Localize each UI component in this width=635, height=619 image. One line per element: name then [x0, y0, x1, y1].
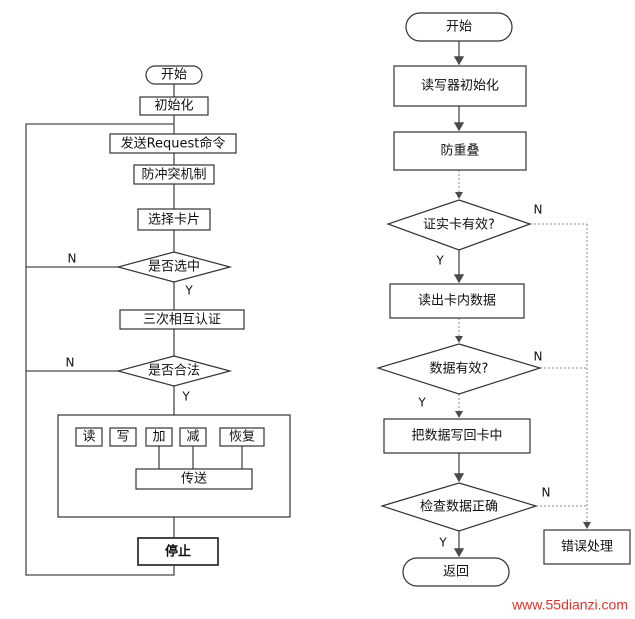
stop-box	[137, 537, 219, 566]
select-card-label: 选择卡片	[148, 213, 200, 228]
return-label: 返回	[443, 565, 469, 580]
read-data-label: 读出卡内数据	[418, 293, 496, 309]
is-selected-decision	[115, 251, 233, 283]
error-handling-box	[543, 529, 631, 565]
read-data-box	[389, 283, 525, 319]
stop-label: 停止	[165, 544, 191, 560]
data-valid-n-label: N	[534, 350, 543, 364]
check-data-n-label: N	[542, 486, 551, 500]
right-start-terminator	[405, 12, 513, 42]
op-box	[109, 427, 137, 447]
op-box	[219, 427, 265, 447]
op-label: 加	[152, 430, 165, 445]
is-legal-label: 是否合法	[148, 364, 200, 379]
left-start-terminator	[145, 65, 203, 85]
loop-back-line	[25, 123, 175, 576]
left-init-box	[139, 96, 209, 116]
anti-overlap-box	[393, 131, 527, 171]
anti-overlap-label: 防重叠	[440, 143, 479, 159]
op-box	[179, 427, 207, 447]
send-request-label: 发送Request命令	[121, 136, 226, 152]
anticollision-box	[133, 164, 215, 185]
transfer-box	[135, 468, 253, 490]
is-legal-n-label: N	[66, 356, 75, 370]
card-valid-decision	[386, 199, 532, 251]
data-valid-label: 数据有效?	[430, 362, 489, 377]
op-label: 恢复	[229, 430, 255, 445]
check-data-y-label: Y	[438, 536, 447, 550]
anticollision-label: 防冲突机制	[141, 167, 206, 183]
is-selected-label: 是否选中	[148, 260, 200, 275]
operation-buttons: 读 写 加 减 恢复	[75, 427, 265, 469]
watermark: www.55dianzi.com	[511, 597, 628, 613]
return-terminator	[402, 557, 510, 587]
card-valid-y-label: Y	[435, 254, 444, 268]
write-back-box	[383, 418, 531, 454]
left-init-label: 初始化	[154, 99, 193, 114]
select-card-box	[137, 208, 211, 231]
is-legal-decision	[115, 355, 233, 387]
data-valid-y-label: Y	[417, 396, 426, 410]
right-start-label: 开始	[446, 20, 472, 35]
write-back-label: 把数据写回卡中	[411, 429, 502, 444]
reader-init-label: 读写器初始化	[421, 79, 499, 94]
right-flowchart: 开始 读写器初始化 防重叠 证实卡有效? N Y 读出卡内数据 数据有效? N …	[375, 12, 631, 587]
transfer-label: 传送	[181, 472, 207, 487]
left-flowchart: 开始 初始化 发送Request命令 防冲突机制 选择卡片 是否选中 N Y 三…	[25, 65, 291, 576]
op-box	[145, 427, 173, 447]
left-start-label: 开始	[161, 68, 187, 83]
is-selected-n-label: N	[68, 252, 77, 266]
send-request-box	[109, 133, 237, 154]
is-legal-y-label: Y	[181, 390, 190, 404]
mutual-auth-label: 三次相互认证	[143, 312, 221, 328]
error-handling-label: 错误处理	[561, 540, 613, 555]
card-valid-label: 证实卡有效?	[423, 218, 495, 233]
op-box	[75, 427, 103, 447]
op-label: 读	[82, 430, 95, 445]
op-label: 减	[186, 430, 199, 445]
check-data-decision	[379, 482, 539, 532]
data-valid-decision	[375, 343, 543, 395]
is-selected-y-label: Y	[184, 284, 193, 298]
mutual-auth-box	[119, 309, 245, 330]
check-data-label: 检查数据正确	[420, 500, 498, 515]
card-valid-n-label: N	[534, 203, 543, 217]
reader-init-box	[393, 65, 527, 107]
op-label: 写	[116, 430, 129, 445]
